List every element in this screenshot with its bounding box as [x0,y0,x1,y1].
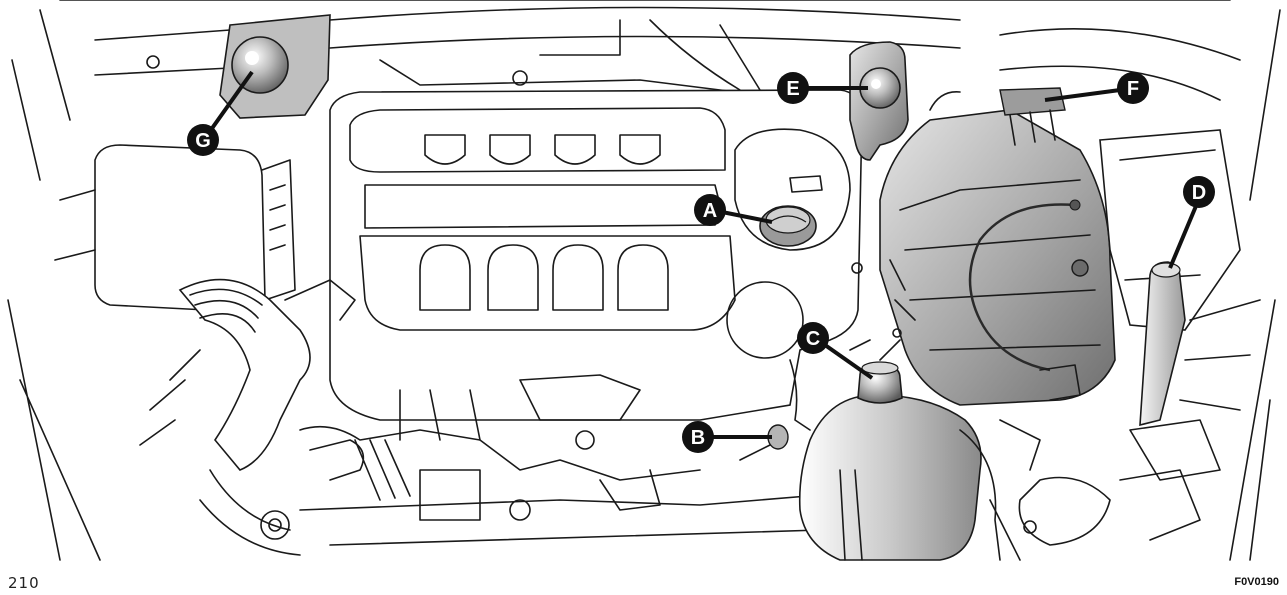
callout-e-label: E [786,78,799,100]
callout-g: G [187,124,219,156]
engine-bay-diagram: A B C D E F G [7,0,1281,561]
callout-a: A [694,194,726,226]
engine-bay-outline [7,0,1281,561]
leader-lines [206,70,1198,439]
power-steering-reservoir [219,14,331,119]
callout-f: F [1117,72,1149,104]
figure-code: F0V0190 [1234,576,1279,588]
callout-c: C [797,322,829,354]
callout-d: D [1183,176,1215,208]
intake-hose [139,278,356,556]
callout-c-label: C [806,328,820,350]
brake-fluid-reservoir [849,41,909,161]
callout-g-label: G [195,130,211,152]
battery [879,87,1116,406]
callout-d-label: D [1192,182,1206,204]
callout-a-label: A [703,200,717,222]
engine-cover [329,89,863,421]
lower-engine-details [299,359,821,546]
air-filter-box [54,144,296,313]
washer-fluid-reservoir [1099,129,1261,481]
coolant-reservoir [798,361,1021,561]
callout-f-label: F [1127,78,1139,100]
right-side-components [849,328,1201,546]
callout-b-label: B [691,427,705,449]
callout-b: B [682,421,714,453]
callout-e: E [777,72,809,104]
page-number: 210 [8,574,40,592]
